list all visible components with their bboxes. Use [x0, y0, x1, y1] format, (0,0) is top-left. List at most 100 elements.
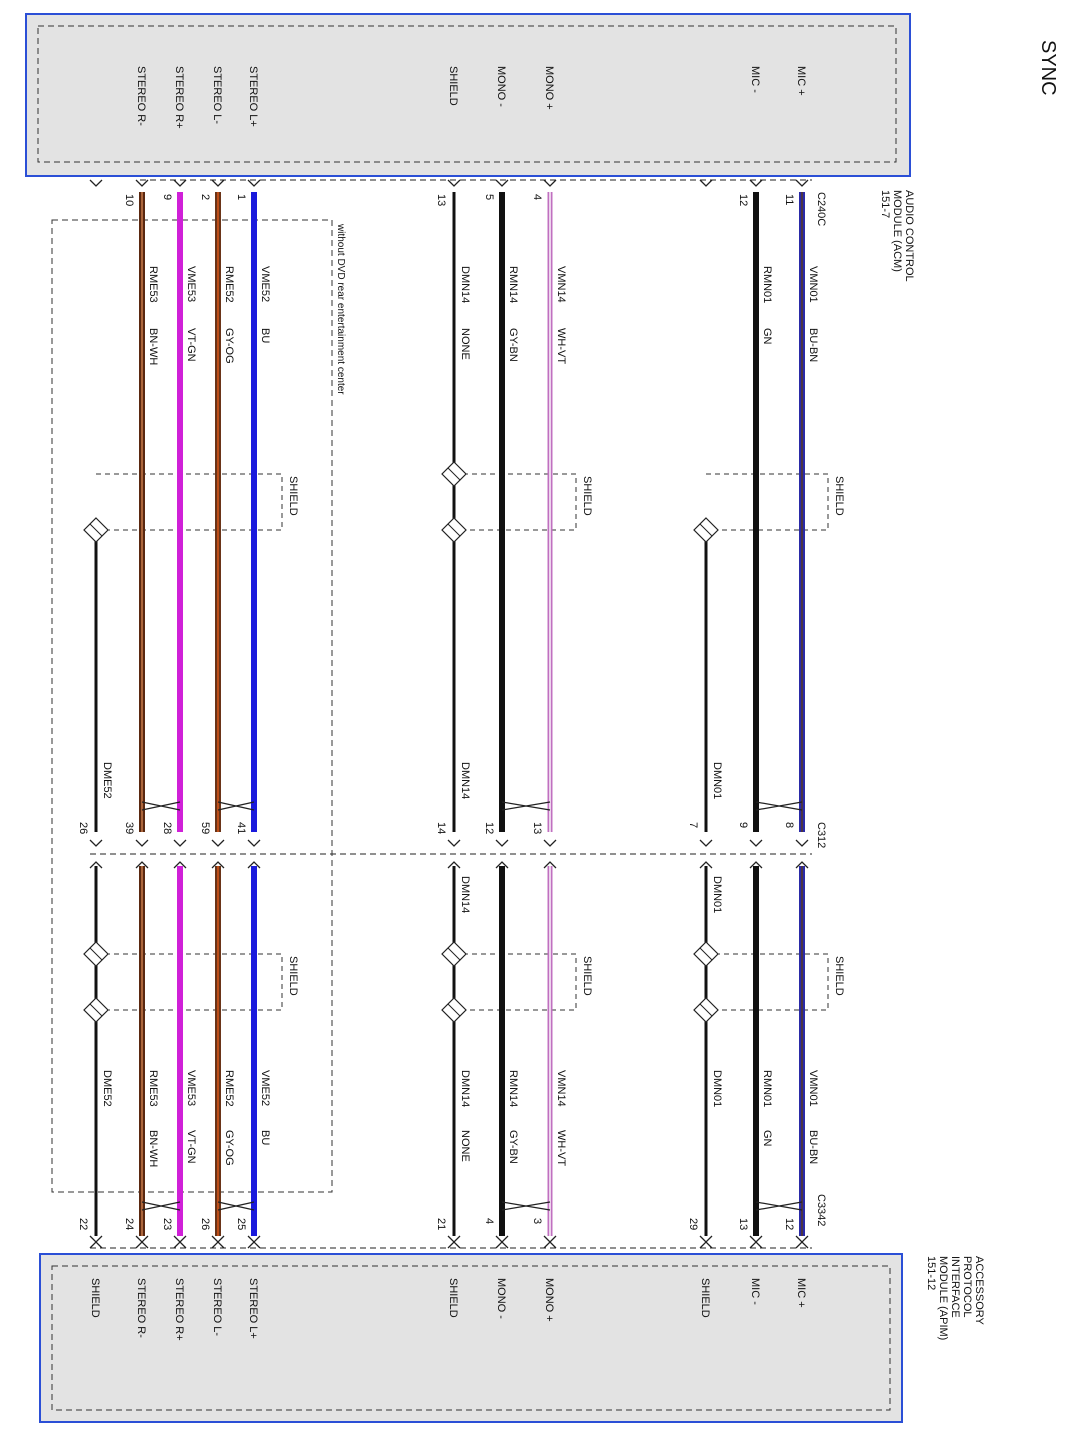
shield-diamond — [693, 997, 719, 1023]
shield-bracket-stereo-lower — [96, 953, 283, 1011]
shield-brackets: SHIELD SHIELD SHIELD SHIELD SHIELD SHIEL… — [96, 473, 845, 1011]
top-pin-number: 5 — [483, 194, 495, 200]
top-module-pin-name: MIC + — [795, 66, 807, 96]
wire-circuit-label: VME53 — [185, 266, 197, 302]
shield-label-stereo-lower: SHIELD — [287, 956, 299, 996]
terminal-arrow — [699, 839, 713, 847]
terminal-arrow — [795, 1241, 809, 1249]
wire-mic-drain — [699, 179, 713, 1249]
wire-circuit-label: VME52 — [259, 1070, 271, 1106]
wire-circuit-label: RMN14 — [507, 266, 519, 303]
twisted-pair-mark — [501, 1201, 551, 1211]
terminal-arrow — [173, 179, 187, 187]
bottom-pin-number: 29 — [687, 1218, 699, 1230]
wire-circuit-label: VMN14 — [555, 266, 567, 303]
wire-circuit-label: DMN14 — [459, 1070, 471, 1107]
top-module-name-2: 151-7 — [879, 190, 891, 218]
top-pin-number: 12 — [737, 194, 749, 206]
terminal-arrow — [89, 861, 103, 869]
top-module-pin-name: SHIELD — [447, 66, 459, 106]
bottom-module-name-2: INTERFACE — [949, 1256, 961, 1318]
bottom-pin-number: 21 — [435, 1218, 447, 1230]
top-pin-number: 13 — [435, 194, 447, 206]
inline-connector-label: C312 — [815, 822, 827, 848]
wire-circuit-label: VME52 — [259, 266, 271, 302]
wire-circuit-label: RMN14 — [507, 1070, 519, 1107]
bottom-module-pin-name: MONO + — [543, 1278, 555, 1322]
terminal-arrow — [89, 839, 103, 847]
wire-color-label: BU-BN — [807, 1130, 819, 1164]
terminal-arrow — [495, 179, 509, 187]
bottom-module-name-4: 151-12 — [925, 1256, 937, 1290]
shield-diamond — [441, 461, 467, 487]
bottom-pin-number: 23 — [161, 1218, 173, 1230]
wire-color-label: GY-OG — [223, 1130, 235, 1166]
top-pin-number: 11 — [783, 194, 795, 205]
top-connector-label: C240C — [815, 192, 827, 226]
wire-color-label: BU — [259, 328, 271, 343]
shield-diamond — [441, 941, 467, 967]
twisted-pair-mark — [217, 1201, 255, 1211]
twisted-pair-mark — [217, 801, 255, 811]
terminal-arrow — [543, 839, 557, 847]
top-module-pin-name: STEREO R+ — [173, 66, 185, 129]
terminal-arrow — [699, 179, 713, 187]
terminal-arrow — [495, 839, 509, 847]
twisted-pair-mark — [755, 1201, 803, 1211]
wire-color-label: BN-WH — [147, 1130, 159, 1167]
wire-mono-plus — [543, 179, 557, 1249]
top-module-pin-name: MIC - — [749, 66, 761, 93]
wire-color-label: BU — [259, 1130, 271, 1145]
bottom-pin-number: 3 — [531, 1218, 543, 1224]
wire-circuit-label: DMN01 — [711, 1070, 723, 1107]
bottom-pin-number: 26 — [199, 1218, 211, 1230]
bottom-pin-number: 13 — [737, 1218, 749, 1230]
wire-color-label: GN — [761, 328, 773, 345]
terminal-arrow — [749, 861, 763, 869]
terminal-arrow — [447, 839, 461, 847]
wire-circuit-label: VMN14 — [555, 1070, 567, 1107]
wire-stereo-r-minus — [135, 179, 149, 1249]
bottom-module-pin-name: STEREO L- — [211, 1278, 223, 1336]
wire-circuit-label: RME53 — [147, 266, 159, 303]
page-title: SYNC — [1037, 40, 1059, 96]
terminal-arrow — [447, 179, 461, 187]
shield-diamond — [441, 997, 467, 1023]
wire-color-label: BN-WH — [147, 328, 159, 365]
wire-mic-plus — [795, 179, 809, 1249]
terminal-arrow — [247, 179, 261, 187]
twisted-pair-mark — [501, 801, 551, 811]
bottom-module-pin-name: MIC + — [795, 1278, 807, 1308]
shield-diamond — [83, 997, 109, 1023]
twisted-pair-mark — [141, 1201, 181, 1211]
top-module-pin-name: STEREO L+ — [247, 66, 259, 127]
shield-diamond — [693, 517, 719, 543]
bottom-module-pin-name: SHIELD — [89, 1278, 101, 1318]
terminal-arrow — [247, 861, 261, 869]
bottom-module-pin-name: STEREO R- — [135, 1278, 147, 1338]
bottom-connector-label: C3342 — [815, 1194, 827, 1226]
terminal-arrow — [447, 1241, 461, 1249]
terminal-arrow — [749, 179, 763, 187]
inline-pin-number: 59 — [199, 822, 211, 834]
top-pin-number: 2 — [199, 194, 211, 200]
wire-stereo-drain — [89, 179, 103, 1249]
terminal-arrow — [795, 839, 809, 847]
wire-color-label: NONE — [459, 328, 471, 360]
bottom-pin-number: 22 — [77, 1218, 89, 1230]
pin-labels-layer: 1181212913729413351241314211412525926928… — [77, 194, 795, 1230]
bottom-module-pin-name: SHIELD — [447, 1278, 459, 1318]
top-module-pin-name: STEREO L- — [211, 66, 223, 124]
top-module-name-0: AUDIO CONTROL — [903, 190, 915, 282]
bottom-module-name-0: ACCESSORY — [973, 1256, 985, 1326]
shield-label-mono-lower: SHIELD — [581, 956, 593, 996]
wire-color-label: VT-GN — [185, 328, 197, 362]
wire-circuit-label-mid: DMN01 — [711, 876, 723, 913]
shield-bracket-mic-lower — [706, 953, 829, 1011]
wire-circuit-label-mid: DMN01 — [711, 762, 723, 799]
inline-pin-number: 9 — [737, 822, 749, 828]
top-module: AUDIO CONTROL MODULE (ACM) 151-7 C240C — [25, 13, 915, 282]
wire-circuit-label: RMN01 — [761, 1070, 773, 1107]
wire-mono-shield — [447, 179, 461, 1249]
